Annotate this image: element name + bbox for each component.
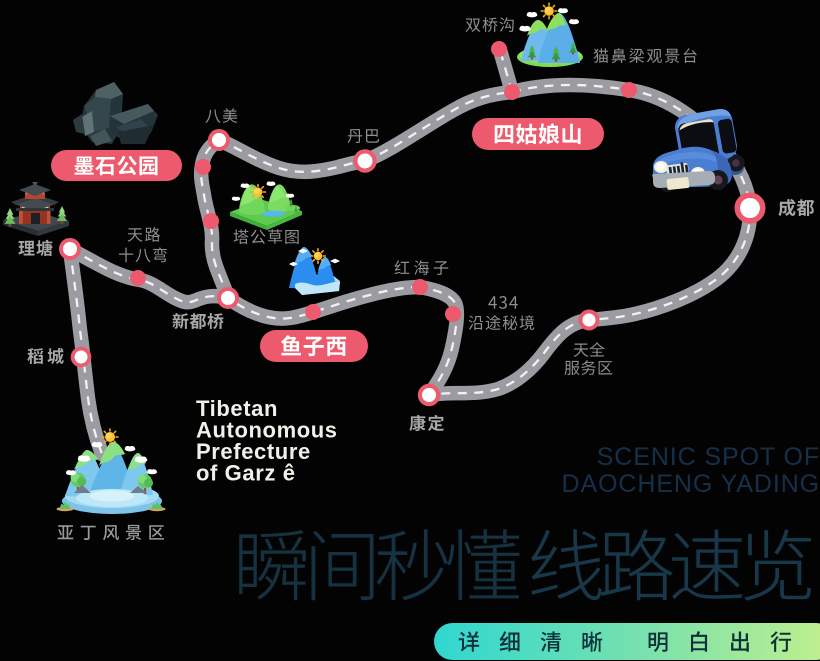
svg-text:of Garz ê: of Garz ê [196, 461, 296, 486]
svg-text:DAOCHENG YADING: DAOCHENG YADING [562, 470, 820, 498]
svg-text:Tibetan: Tibetan [196, 396, 278, 421]
svg-text:Autonomous: Autonomous [196, 418, 338, 443]
svg-text:Prefecture: Prefecture [196, 439, 311, 464]
svg-text:SCENIC SPOT OF: SCENIC SPOT OF [597, 443, 820, 471]
